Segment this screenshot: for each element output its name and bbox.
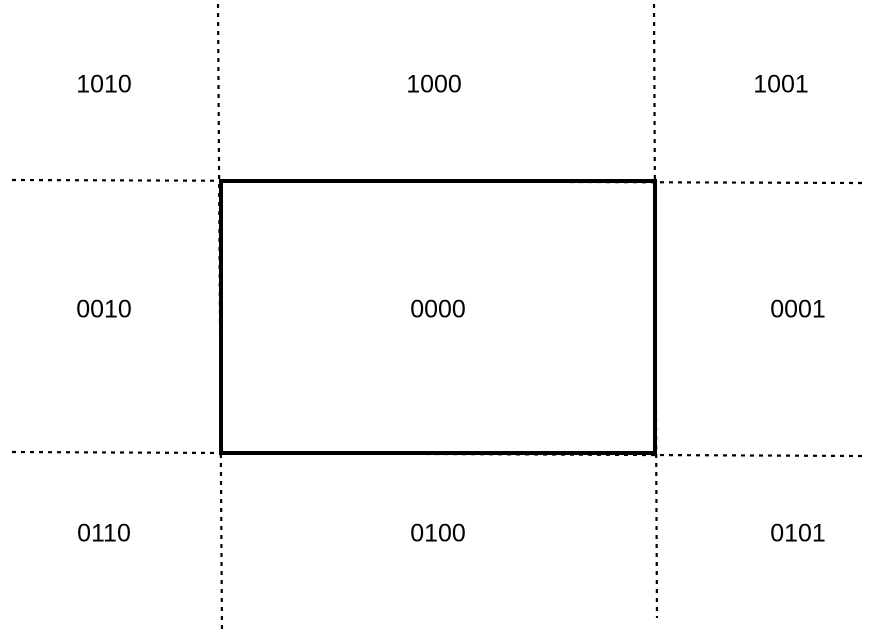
region-code-top-center: 1000	[406, 71, 462, 99]
clipping-window-rectangle	[219, 179, 657, 455]
region-code-top-left: 1010	[76, 71, 132, 99]
region-code-middle-right: 0001	[770, 296, 826, 324]
region-code-bottom-center: 0100	[410, 520, 466, 548]
region-code-top-right: 1001	[753, 71, 809, 99]
region-code-bottom-left: 0110	[77, 520, 131, 548]
region-code-bottom-right: 0101	[770, 520, 826, 548]
region-code-center: 0000	[410, 296, 466, 324]
region-code-middle-left: 0010	[76, 296, 132, 324]
